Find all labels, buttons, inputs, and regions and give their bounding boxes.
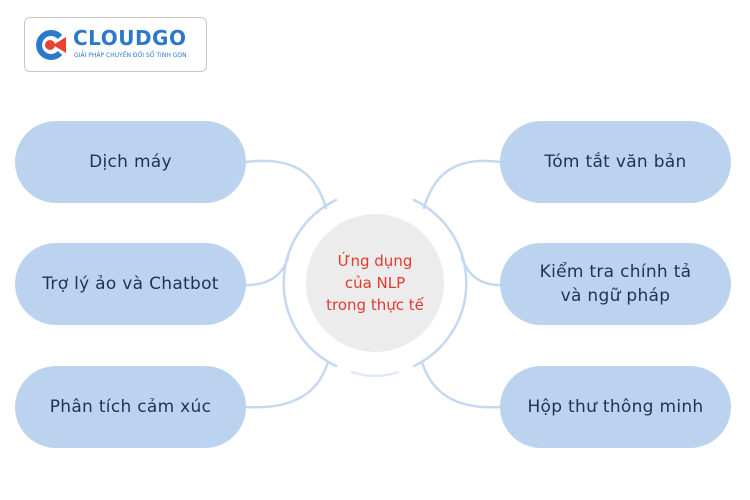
node-label: Trợ lý ảo và Chatbot — [42, 274, 219, 294]
connector-phan-tich — [244, 360, 330, 409]
node-tro-ly-ao-chatbot: Trợ lý ảo và Chatbot — [15, 243, 246, 325]
node-label: Tóm tắt văn bản — [544, 150, 686, 174]
node-label-line-1: Kiểm tra chính tả — [539, 262, 692, 282]
center-node: Ứng dụng của NLP trong thực tế — [306, 214, 444, 352]
brand-tagline: GIẢI PHÁP CHUYỂN ĐỔI SỐ TINH GỌN — [74, 52, 187, 59]
node-kiem-tra-chinh-ta: Kiểm tra chính tả và ngữ pháp — [500, 243, 731, 325]
node-dich-may: Dịch máy — [15, 121, 246, 203]
connector-tro-ly-ao — [244, 256, 290, 287]
node-label-line-2: và ngữ pháp — [560, 286, 671, 306]
node-label: Hộp thư thông minh — [527, 395, 703, 419]
node-hop-thu-thong-minh: Hộp thư thông minh — [500, 366, 731, 448]
node-phan-tich-cam-xuc: Phân tích cảm xúc — [15, 366, 246, 448]
node-label: Phân tích cảm xúc — [49, 397, 212, 417]
node-label-line-1: Hộp thư thông minh — [527, 397, 704, 417]
center-title: Ứng dụng của NLP trong thực tế — [310, 250, 440, 316]
brand-logo: CLOUDGO GIẢI PHÁP CHUYỂN ĐỔI SỐ TINH GỌN — [24, 17, 207, 72]
arc-right-outer — [412, 198, 468, 368]
node-tom-tat-van-ban: Tóm tắt văn bản — [500, 121, 731, 203]
node-label-line-1: Tóm tắt văn bản — [544, 152, 687, 172]
center-title-line-1: Ứng dụng — [337, 252, 413, 270]
connector-kiem-tra — [460, 256, 502, 287]
center-title-line-3: trong thực tế — [326, 296, 424, 314]
node-label: Dịch máy — [89, 152, 172, 172]
connector-hop-thu — [420, 360, 502, 409]
connector-dich-may — [244, 159, 328, 210]
arc-left-outer — [282, 198, 338, 368]
node-label: Kiểm tra chính tả và ngữ pháp — [540, 260, 692, 308]
connector-tom-tat — [422, 159, 502, 210]
cloudgo-logo-icon — [36, 30, 66, 60]
arc-bottom-accent — [350, 370, 400, 378]
center-title-line-2: của NLP — [344, 274, 406, 292]
brand-name: CLOUDGO — [73, 26, 187, 50]
